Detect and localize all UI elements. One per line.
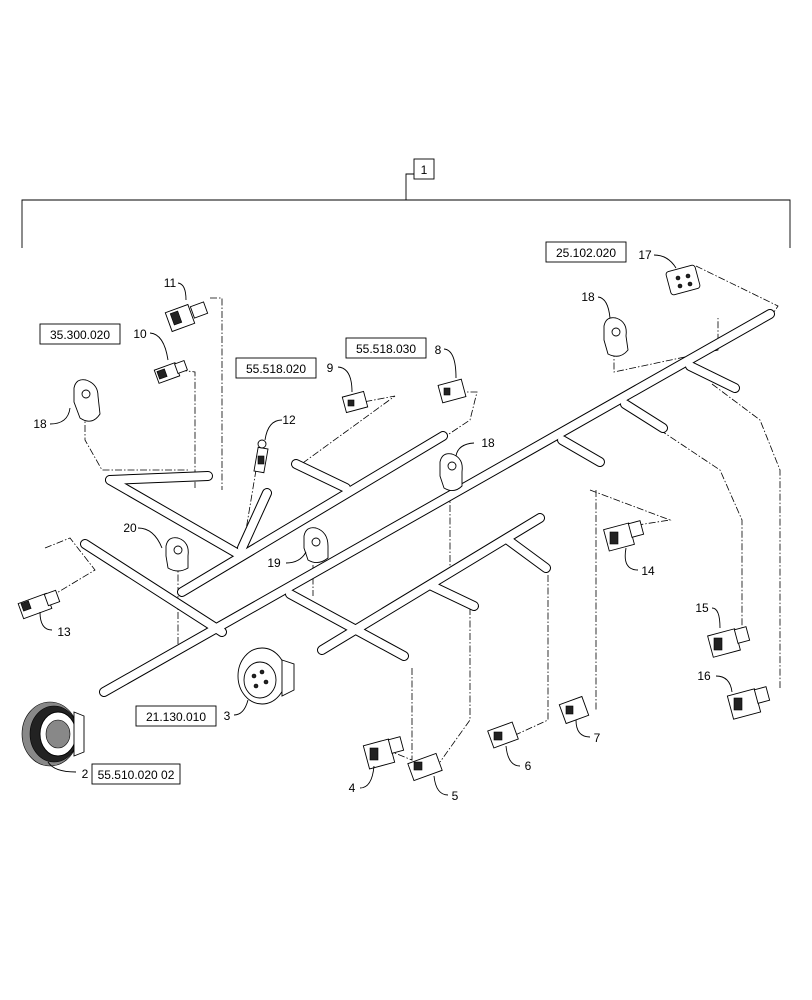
round-connector-3 [237,647,295,705]
ring-terminal-18-left [73,379,101,422]
callout-20: 20 [123,521,137,535]
connector-9 [341,390,369,414]
connector-10 [153,360,188,384]
connector-7 [558,695,590,725]
clip-19 [303,527,329,563]
callout-2: 2 [82,767,89,781]
callout-4: 4 [349,781,356,795]
reference-55-518-030: 55.518.030 [356,342,416,356]
connector-14 [603,520,645,552]
round-connector-2 [21,701,85,767]
callout-7: 7 [594,731,601,745]
callout-11: 11 [164,276,177,290]
connector-17 [665,264,701,296]
callout-13: 13 [57,625,71,639]
callout-14: 14 [641,564,655,578]
harness-wires [80,309,775,697]
connector-5 [407,752,443,782]
reference-25-102-020: 25.102.020 [556,246,616,260]
assembly-number-box [413,158,435,180]
clip-20 [165,537,189,572]
callout-18-left: 18 [33,417,47,431]
callout-17: 17 [638,248,652,262]
connector-16 [726,686,771,720]
callout-19: 19 [267,556,281,570]
callout-5: 5 [452,789,459,803]
connector-15 [707,626,751,658]
ring-terminal-18-center [439,453,463,491]
callout-8: 8 [435,343,442,357]
ring-terminal-18-top-right [603,317,629,357]
callout-18-center: 18 [481,436,495,450]
reference-21-130-010: 21.130.010 [146,710,206,724]
callout-9: 9 [327,361,334,375]
reference-55-510-020-02: 55.510.020 02 [98,768,175,782]
callout-18-top-right: 18 [581,290,595,304]
connector-8 [437,378,467,404]
callout-12: 12 [282,413,296,427]
connector-11 [164,301,209,333]
callout-15: 15 [695,601,709,615]
callout-6: 6 [525,759,532,773]
callouts: 2 3 4 5 6 7 8 9 10 11 12 13 14 15 16 17 … [33,248,711,803]
callout-3: 3 [224,709,231,723]
assembly-bracket: 1 [21,158,791,248]
connector-6 [487,721,519,749]
callout-16: 16 [697,669,711,683]
connector-12 [253,439,269,474]
leader-lines [39,254,733,796]
connector-4 [362,736,405,770]
reference-35-300-020: 35.300.020 [50,328,110,342]
reference-55-518-020: 55.518.020 [246,362,306,376]
connector-13 [17,589,61,620]
reference-boxes: 25.102.020 35.300.020 55.518.020 55.518.… [39,241,627,785]
assembly-number: 1 [421,163,428,177]
callout-10: 10 [133,327,147,341]
